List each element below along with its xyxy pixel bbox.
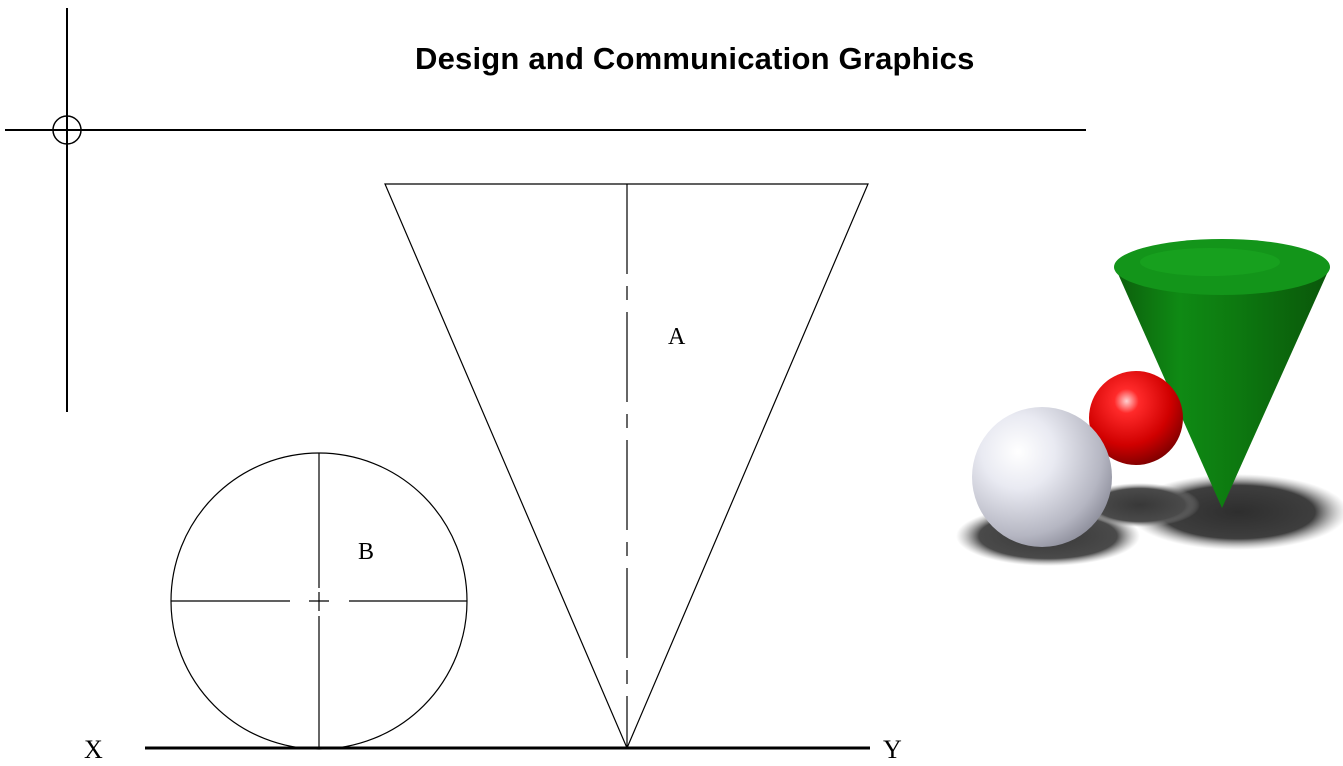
red-sphere xyxy=(1089,371,1183,465)
crosshair-circle xyxy=(52,115,82,145)
cone-label-bg xyxy=(657,312,699,358)
green-cone xyxy=(1115,267,1330,508)
white-sphere xyxy=(972,407,1112,547)
x-label: X xyxy=(84,735,103,764)
red-sphere-shadow xyxy=(1080,483,1200,527)
y-label: Y xyxy=(883,735,902,764)
sphere-label-bg xyxy=(343,527,395,577)
cone-label: A xyxy=(668,324,686,350)
page-title: Design and Communication Graphics xyxy=(415,41,975,76)
rendered-illustration xyxy=(945,200,1343,600)
sphere-label: B xyxy=(358,539,374,565)
green-cone-top-highlight xyxy=(1140,248,1280,276)
